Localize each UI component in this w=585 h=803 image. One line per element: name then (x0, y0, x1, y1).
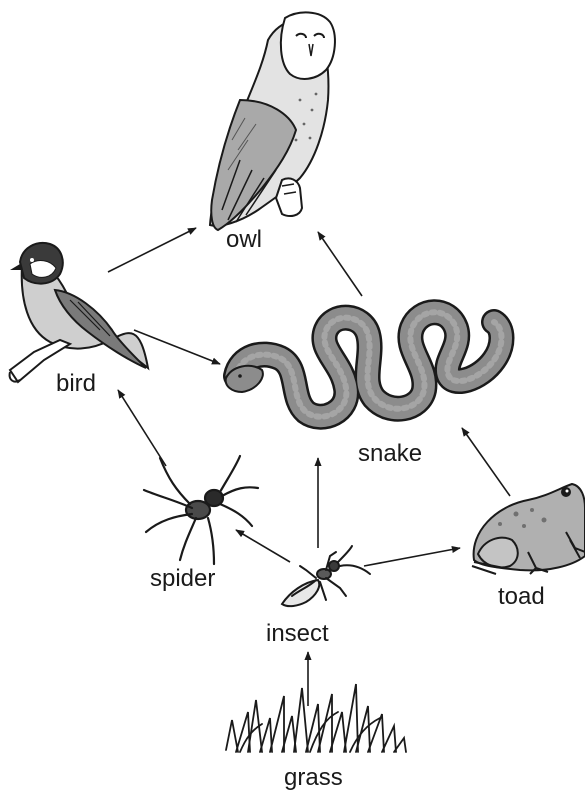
arrow-bird-to-owl (108, 228, 196, 272)
label-bird: bird (56, 370, 96, 398)
bird-illustration (10, 243, 148, 382)
arrow-snake-to-owl (318, 232, 362, 296)
toad-illustration (472, 484, 585, 574)
label-insect: insect (266, 620, 329, 648)
spider-illustration (144, 456, 258, 564)
arrow-toad-to-snake (462, 428, 510, 496)
insect-illustration (282, 546, 370, 606)
arrow-insect-to-toad (364, 548, 460, 566)
snake-illustration (226, 312, 502, 416)
label-spider: spider (150, 565, 215, 593)
arrow-spider-to-bird (118, 390, 166, 466)
label-grass: grass (284, 764, 343, 792)
owl-illustration (210, 12, 335, 230)
arrow-insect-to-spider (236, 530, 290, 562)
grass-illustration (226, 684, 406, 752)
label-snake: snake (358, 440, 422, 468)
label-toad: toad (498, 583, 545, 611)
label-owl: owl (226, 226, 262, 254)
